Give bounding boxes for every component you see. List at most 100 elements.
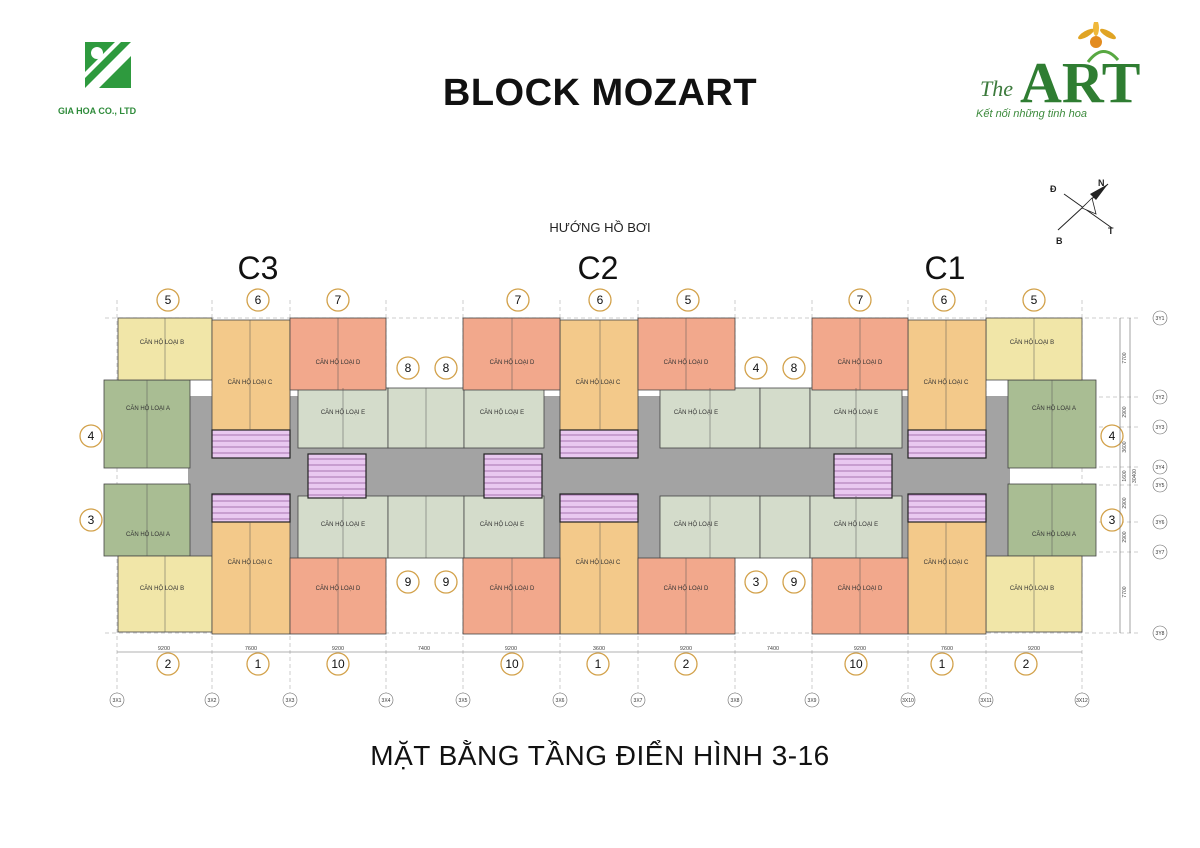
grid-y-1: 3Y1: [1152, 310, 1168, 326]
svg-text:1: 1: [595, 657, 602, 671]
svg-text:3Y1: 3Y1: [1156, 316, 1165, 322]
grid-x-7: 3X7: [630, 692, 646, 708]
svg-text:3Y3: 3Y3: [1156, 425, 1165, 431]
svg-text:3600: 3600: [1122, 441, 1128, 452]
apartment-labels: CĂN HỘ LOẠI B CĂN HỘ LOẠI B CĂN HỘ LOẠI …: [126, 339, 1076, 592]
compass-east: Đ: [1050, 184, 1057, 194]
grid-x-11: 3X11: [978, 692, 994, 708]
grid-y-5: 3Y5: [1152, 477, 1168, 493]
grid-x-4: 3X4: [378, 692, 394, 708]
svg-text:3Y7: 3Y7: [1156, 550, 1165, 556]
svg-text:3X12: 3X12: [1076, 698, 1088, 704]
apt-c2-7: [462, 317, 561, 391]
svg-text:4: 4: [753, 361, 760, 375]
svg-text:5: 5: [165, 293, 172, 307]
grid-x-3: 3X3: [282, 692, 298, 708]
core-c3-bottom: [211, 493, 291, 523]
core-c3-top: [211, 429, 291, 459]
unit-number-bottom-8: 1: [930, 652, 954, 676]
grid-x-12: 3X12: [1074, 692, 1090, 708]
svg-text:8: 8: [791, 361, 798, 375]
svg-text:10: 10: [331, 657, 345, 671]
apt-c1-1: [907, 521, 987, 635]
label-c2-7: CĂN HỘ LOẠI D: [490, 359, 535, 366]
dimension-labels-y: 7700 2900 3600 1600 2900 2900 7700 30400: [1122, 352, 1138, 597]
svg-text:9200: 9200: [1028, 646, 1040, 652]
svg-text:7600: 7600: [941, 646, 953, 652]
compass-west: B: [1056, 236, 1063, 246]
svg-text:9200: 9200: [332, 646, 344, 652]
svg-text:5: 5: [685, 293, 692, 307]
apt-c1-6: [907, 319, 987, 431]
apt-c2-6: [559, 319, 639, 431]
label-c1-8: CĂN HỘ LOẠI E: [834, 409, 878, 416]
compass-north: N: [1098, 178, 1105, 188]
svg-text:4: 4: [1109, 429, 1116, 443]
flower-icon: [1078, 20, 1120, 63]
label-c3-6: CĂN HỘ LOẠI C: [228, 379, 273, 386]
grid-y-6: 3Y6: [1152, 514, 1168, 530]
label-c2-2: CĂN HỘ LOẠI D: [664, 585, 709, 592]
svg-text:8: 8: [443, 361, 450, 375]
label-c2-8: CĂN HỘ LOẠI E: [480, 409, 524, 416]
company-logo-mark: [85, 42, 131, 88]
unit-number-mid8-4: 8: [782, 356, 806, 380]
apt-c2-10: [462, 557, 561, 635]
svg-text:2900: 2900: [1122, 406, 1128, 417]
core-c3-mid: [307, 453, 367, 499]
unit-number-mid8-3: 4: [744, 356, 768, 380]
svg-text:1600: 1600: [1122, 470, 1128, 481]
svg-text:3X11: 3X11: [980, 698, 992, 704]
compass-south: T: [1108, 226, 1114, 236]
svg-text:2: 2: [683, 657, 690, 671]
svg-text:3X7: 3X7: [634, 698, 643, 704]
floor-plan-title: MẶT BẰNG TẦNG ĐIỂN HÌNH 3-16: [370, 740, 830, 771]
unit-number-bottom-3: 10: [326, 652, 350, 676]
unit-number-top-6: 5: [676, 288, 700, 312]
label-c3-9: CĂN HỘ LOẠI E: [321, 521, 365, 528]
unit-number-bottom-4: 10: [500, 652, 524, 676]
label-c1-10: CĂN HỘ LOẠI D: [838, 585, 883, 592]
room-partitions: [146, 318, 1053, 634]
apt-c2-4b: [759, 387, 811, 449]
svg-text:8: 8: [405, 361, 412, 375]
svg-text:3600: 3600: [593, 646, 605, 652]
svg-text:3: 3: [88, 513, 95, 527]
core-c2-top: [559, 429, 639, 459]
label-c1-4: CĂN HỘ LOẠI A: [1032, 405, 1076, 412]
dimension-labels-x: 9200 7600 9200 7400 9200 3600 9200 7400 …: [158, 646, 1040, 652]
unit-number-top-9: 5: [1022, 288, 1046, 312]
label-c2-10: CĂN HỘ LOẠI D: [490, 585, 535, 592]
unit-number-mid9-3: 3: [744, 570, 768, 594]
project-logo: The ART Kết nối những tinh hoa: [968, 20, 1148, 132]
svg-text:9200: 9200: [158, 646, 170, 652]
core-c1-bottom: [907, 493, 987, 523]
label-c1-2: CĂN HỘ LOẠI B: [1010, 585, 1054, 592]
unit-number-left-3: 3: [79, 508, 103, 532]
unit-number-mid9-1: 9: [396, 570, 420, 594]
svg-text:3X10: 3X10: [902, 698, 914, 704]
label-c3-2: CĂN HỘ LOẠI B: [140, 585, 184, 592]
grid-y-4: 3Y4: [1152, 459, 1168, 475]
unit-number-bottom-2: 1: [246, 652, 270, 676]
svg-text:9: 9: [443, 575, 450, 589]
grid-x-1: 3X1: [109, 692, 125, 708]
apt-c3-1: [211, 521, 291, 635]
svg-text:3X3: 3X3: [286, 698, 295, 704]
svg-text:7400: 7400: [767, 646, 779, 652]
pool-direction-label: HƯỚNG HỒ BƠI: [549, 220, 651, 235]
unit-number-bottom-7: 10: [844, 652, 868, 676]
grid-y-8: 3Y8: [1152, 625, 1168, 641]
unit-number-top-8: 6: [932, 288, 956, 312]
logo-art-text: ART: [1020, 50, 1140, 112]
page-title: BLOCK MOZART: [442, 72, 758, 114]
apt-c3-6: [211, 319, 291, 431]
svg-text:3X9: 3X9: [808, 698, 817, 704]
block-label-c2: C2: [577, 250, 619, 286]
core-c1-top: [907, 429, 987, 459]
svg-text:3: 3: [1109, 513, 1116, 527]
unit-number-bottom-1: 2: [156, 652, 180, 676]
svg-text:3Y6: 3Y6: [1156, 520, 1165, 526]
unit-number-left-4: 4: [79, 424, 103, 448]
